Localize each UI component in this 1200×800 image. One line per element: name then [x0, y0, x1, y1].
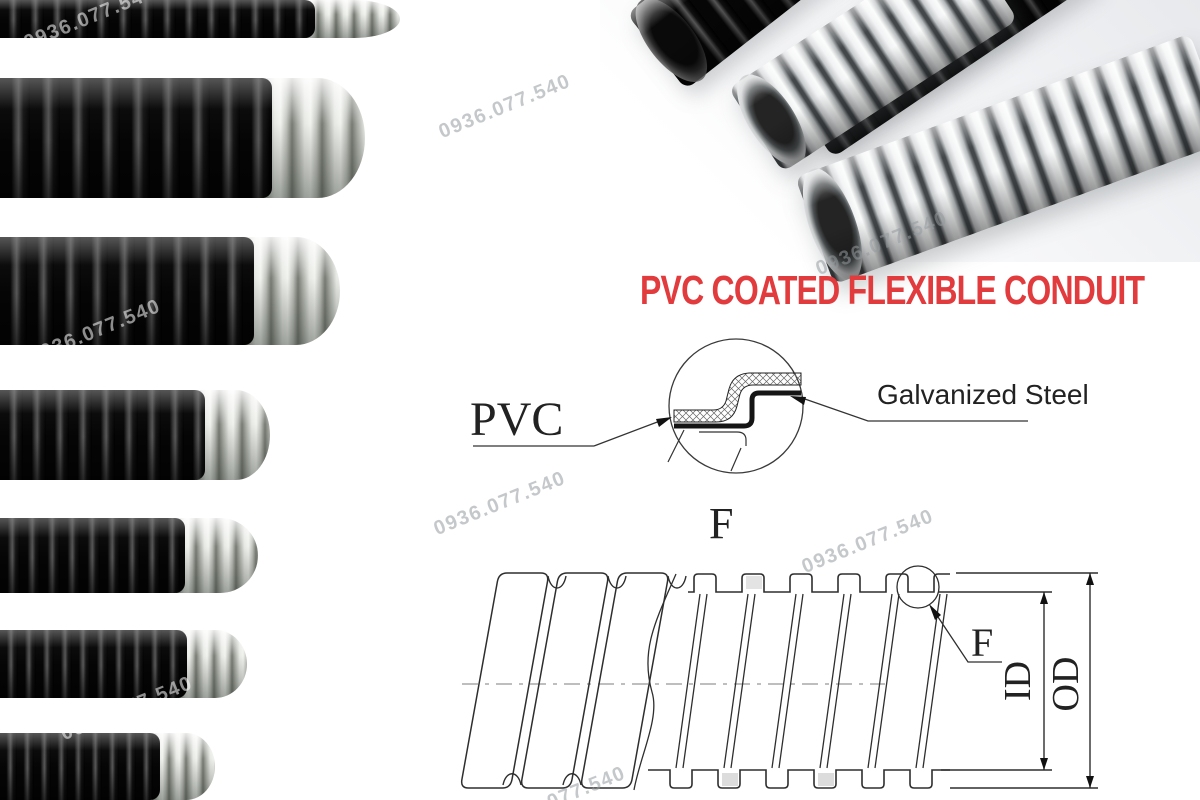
galvanized-steel-label: Galvanized Steel: [877, 379, 1089, 410]
section-f-label: F: [971, 620, 993, 665]
detail-marker-circle: [896, 565, 940, 609]
technical-drawing: PVC Galvanized Steel F: [460, 338, 1098, 791]
dim-arrow: [1040, 592, 1048, 604]
steel-core-segment: [178, 630, 247, 698]
id-label: ID: [997, 661, 1039, 701]
detail-f-label: F: [709, 499, 733, 548]
bump-shading: [746, 576, 762, 589]
page-title: PVC COATED FLEXIBLE CONDUIT: [640, 267, 1145, 313]
interlock-top-profile: [688, 573, 950, 593]
bottom-dips: [502, 773, 582, 786]
inner-profile-line: [699, 431, 747, 446]
pvc-jacket-segment: [0, 733, 160, 800]
steel-core-segment: [244, 237, 340, 345]
pvc-jacket-segment: [0, 0, 315, 38]
conduit-row-6: [0, 630, 247, 698]
od-label: OD: [1045, 657, 1087, 712]
interlock-bottom-profile: [648, 769, 950, 789]
conduit-row-1: [0, 0, 400, 38]
steel-arrow: [790, 396, 806, 405]
pvc-jacket-segment: [0, 78, 272, 198]
conduit-row-7: [0, 733, 215, 800]
conduit-row-2: [0, 78, 365, 198]
pvc-leader-line: [473, 420, 661, 447]
steel-leader-line: [801, 397, 1028, 422]
conduit-row-3: [0, 237, 340, 345]
interlock-ridges: [675, 593, 948, 769]
id-extension-lines: [938, 591, 1052, 771]
f-arrow: [929, 604, 941, 620]
dim-arrow: [1040, 758, 1048, 770]
conduit-row-4: [0, 390, 270, 480]
pvc-label: PVC: [470, 393, 563, 446]
galvanized-steel-callout: Galvanized Steel: [790, 379, 1089, 422]
dim-arrow: [1086, 776, 1094, 788]
spiral-transition-line: [633, 573, 677, 791]
dim-arrow: [1086, 573, 1094, 585]
top-dips: [547, 575, 687, 589]
corrugation-lobe: [460, 572, 549, 789]
pvc-jacket-segment: [0, 390, 205, 480]
watermark: 0936.077.540: [435, 70, 574, 144]
bump-shading: [722, 773, 738, 786]
corrugation-lobe: [520, 572, 609, 789]
pvc-jacket-segment: [0, 518, 185, 593]
steel-core-segment: [176, 518, 258, 593]
conduit-row-5: [0, 518, 258, 593]
steel-core-segment: [262, 78, 365, 198]
steel-layer-line: [674, 390, 801, 429]
pvc-callout: PVC: [470, 393, 672, 447]
dimension-lines: [938, 572, 1098, 789]
steel-core-segment: [152, 733, 215, 800]
pvc-jacket-segment: [0, 630, 187, 698]
steel-core-segment: [300, 0, 400, 38]
pvc-jacket-segment: [0, 237, 254, 345]
bump-shading: [818, 773, 834, 786]
od-extension-lines: [950, 572, 1098, 789]
profile-edge-lines: [667, 429, 742, 472]
cross-section-drawing: [460, 565, 1098, 791]
steel-core-segment: [196, 390, 270, 480]
pvc-hatched-band: [673, 372, 802, 423]
f-leader-line: [935, 613, 1002, 663]
corrugation-lobe: [580, 572, 669, 789]
pvc-arrow: [656, 417, 672, 427]
detail-circle-diagram: [667, 338, 804, 474]
